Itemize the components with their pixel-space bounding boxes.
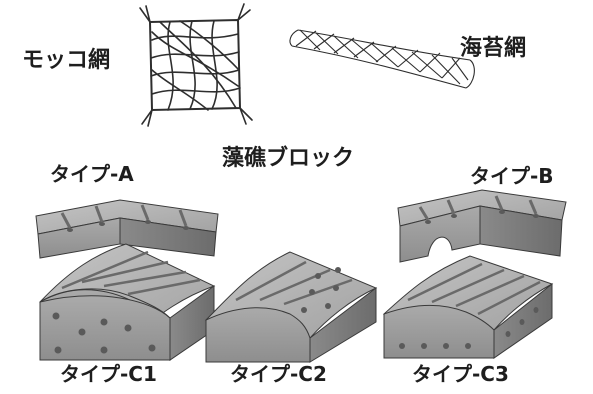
type-a-label: タイプ-A bbox=[50, 162, 134, 186]
algae-reef-block-title: 藻礁ブロック bbox=[222, 146, 355, 171]
type-c1-label: タイプ-C1 bbox=[60, 362, 157, 386]
nori-net-drawing bbox=[289, 29, 475, 89]
type-c2-label: タイプ-C2 bbox=[230, 362, 327, 386]
type-c3-label: タイプ-C3 bbox=[412, 362, 509, 386]
type-b-label: タイプ-B bbox=[470, 164, 554, 188]
block-type-a bbox=[35, 199, 219, 259]
block-type-c2 bbox=[204, 251, 378, 363]
block-type-c3 bbox=[382, 255, 554, 359]
nori-net-label: 海苔網 bbox=[460, 36, 527, 61]
mokko-net-drawing bbox=[139, 3, 253, 127]
block-type-b bbox=[397, 189, 567, 263]
block-type-c1 bbox=[39, 243, 216, 361]
mokko-net-label: モッコ網 bbox=[22, 48, 111, 73]
